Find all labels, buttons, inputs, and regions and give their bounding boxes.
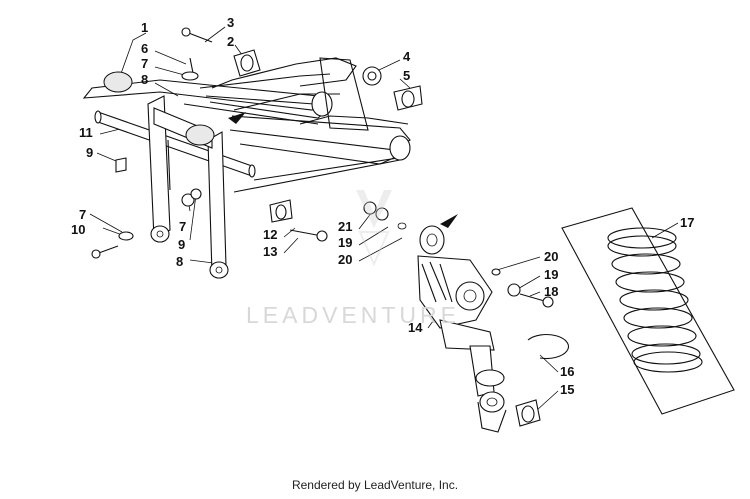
callout-10: 10 (71, 222, 86, 237)
callout-19-left: 19 (338, 235, 353, 250)
callout-20-right: 20 (544, 249, 559, 264)
callout-15: 15 (560, 382, 575, 397)
direction-arrows (228, 57, 458, 228)
callout-6: 6 (141, 41, 149, 56)
spring-panel (561, 207, 735, 415)
callout-13: 13 (263, 244, 278, 259)
footer-credit: Rendered by LeadVenture, Inc. (291, 478, 459, 492)
callout-8-top: 8 (141, 72, 149, 87)
callout-5: 5 (403, 68, 411, 83)
callout-7-top: 7 (141, 56, 149, 71)
bushings (91, 27, 423, 259)
callout-18: 18 (544, 284, 559, 299)
callout-21: 21 (338, 219, 353, 234)
coil-spring (607, 227, 703, 373)
mounting-arms (147, 95, 229, 279)
callout-9-mid: 9 (178, 237, 186, 252)
callout-19-right: 19 (544, 267, 559, 282)
callout-8-bottom: 8 (176, 254, 184, 269)
shock-absorber (363, 201, 569, 433)
callout-4: 4 (403, 49, 411, 64)
watermark-logo (356, 190, 392, 267)
callout-12: 12 (263, 227, 278, 242)
callout-17: 17 (680, 215, 695, 230)
callout-16: 16 (560, 364, 575, 379)
callout-7-left: 7 (79, 207, 87, 222)
watermark-text: LEADVENTURE (246, 302, 460, 328)
callout-1: 1 (141, 20, 149, 35)
callout-7-mid: 7 (179, 219, 187, 234)
callout-3: 3 (227, 15, 235, 30)
callout-11: 11 (79, 125, 93, 140)
callout-9-left: 9 (86, 145, 94, 160)
callout-2: 2 (227, 34, 235, 49)
callout-20-left: 20 (338, 252, 353, 267)
callout-14: 14 (408, 320, 423, 335)
a-arm-assembly (82, 57, 411, 193)
